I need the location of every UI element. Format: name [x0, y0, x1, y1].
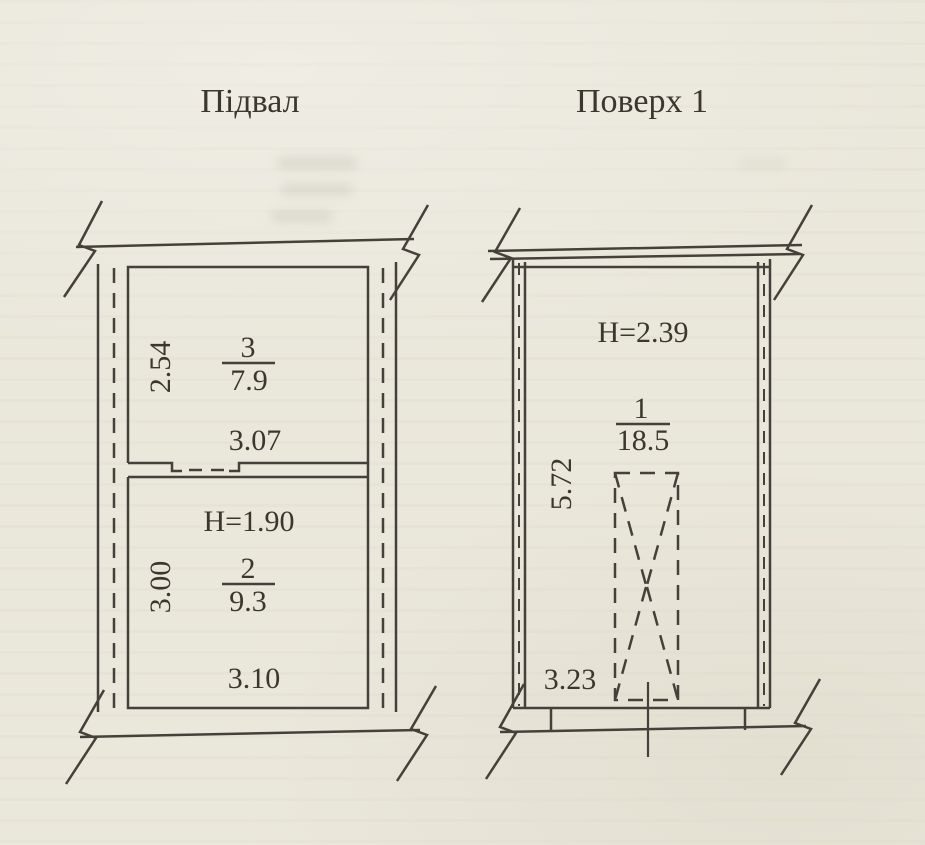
- dimension-width-room3: 3.07: [229, 424, 282, 457]
- break-mark-icon: [779, 678, 822, 776]
- bleed-through-mark: [282, 185, 352, 194]
- room-area-1: 18.5: [617, 424, 670, 457]
- stairs-symbol: [613, 471, 680, 702]
- stairs-diagonal: [613, 472, 648, 586]
- bleed-through-mark: [278, 158, 356, 168]
- basement-plan: [62, 200, 438, 785]
- stairs-diagonal: [613, 586, 648, 701]
- break-mark-icon: [388, 204, 430, 301]
- break-mark-icon: [480, 207, 522, 303]
- dimension-width-room2: 3.10: [228, 662, 281, 695]
- bleed-through-mark: [272, 212, 332, 221]
- room-area-2: 9.3: [229, 585, 267, 618]
- room-outline: [126, 265, 370, 710]
- room-area-3: 7.9: [230, 364, 268, 397]
- wall-bottom-line: [499, 724, 807, 734]
- bleed-through-mark: [740, 160, 786, 168]
- dimension-depth-room1: 5.72: [545, 458, 578, 511]
- height-note-basement: H=1.90: [203, 505, 294, 538]
- break-mark-icon: [64, 689, 106, 785]
- height-note-floor1: H=2.39: [597, 316, 688, 349]
- room-number-3: 3: [241, 331, 256, 364]
- break-mark-icon: [62, 200, 104, 298]
- stairs-diagonal: [645, 586, 680, 701]
- dimension-depth-room3: 2.54: [144, 341, 177, 394]
- break-mark-icon: [484, 683, 526, 780]
- room-number-1: 1: [634, 392, 649, 425]
- dimension-depth-room2: 3.00: [144, 561, 177, 614]
- plan-title-basement: Підвал: [200, 83, 299, 120]
- stairs-diagonal: [645, 472, 680, 586]
- break-mark-icon: [772, 204, 814, 301]
- wall-top-line-outer: [487, 243, 803, 253]
- floor1-plan: [480, 204, 822, 780]
- plan-title-floor1: Поверх 1: [576, 83, 708, 120]
- partition-wall-left: [128, 461, 182, 473]
- wall-top-line: [75, 237, 415, 249]
- wall-bottom-line: [79, 728, 421, 739]
- partition-wall-right: [229, 461, 368, 473]
- wall-top-line-inner: [489, 252, 801, 261]
- room-number-2: 2: [241, 552, 256, 585]
- break-mark-icon: [395, 685, 438, 782]
- dimension-width-room1: 3.23: [544, 663, 597, 696]
- stairs-outline: [613, 471, 680, 702]
